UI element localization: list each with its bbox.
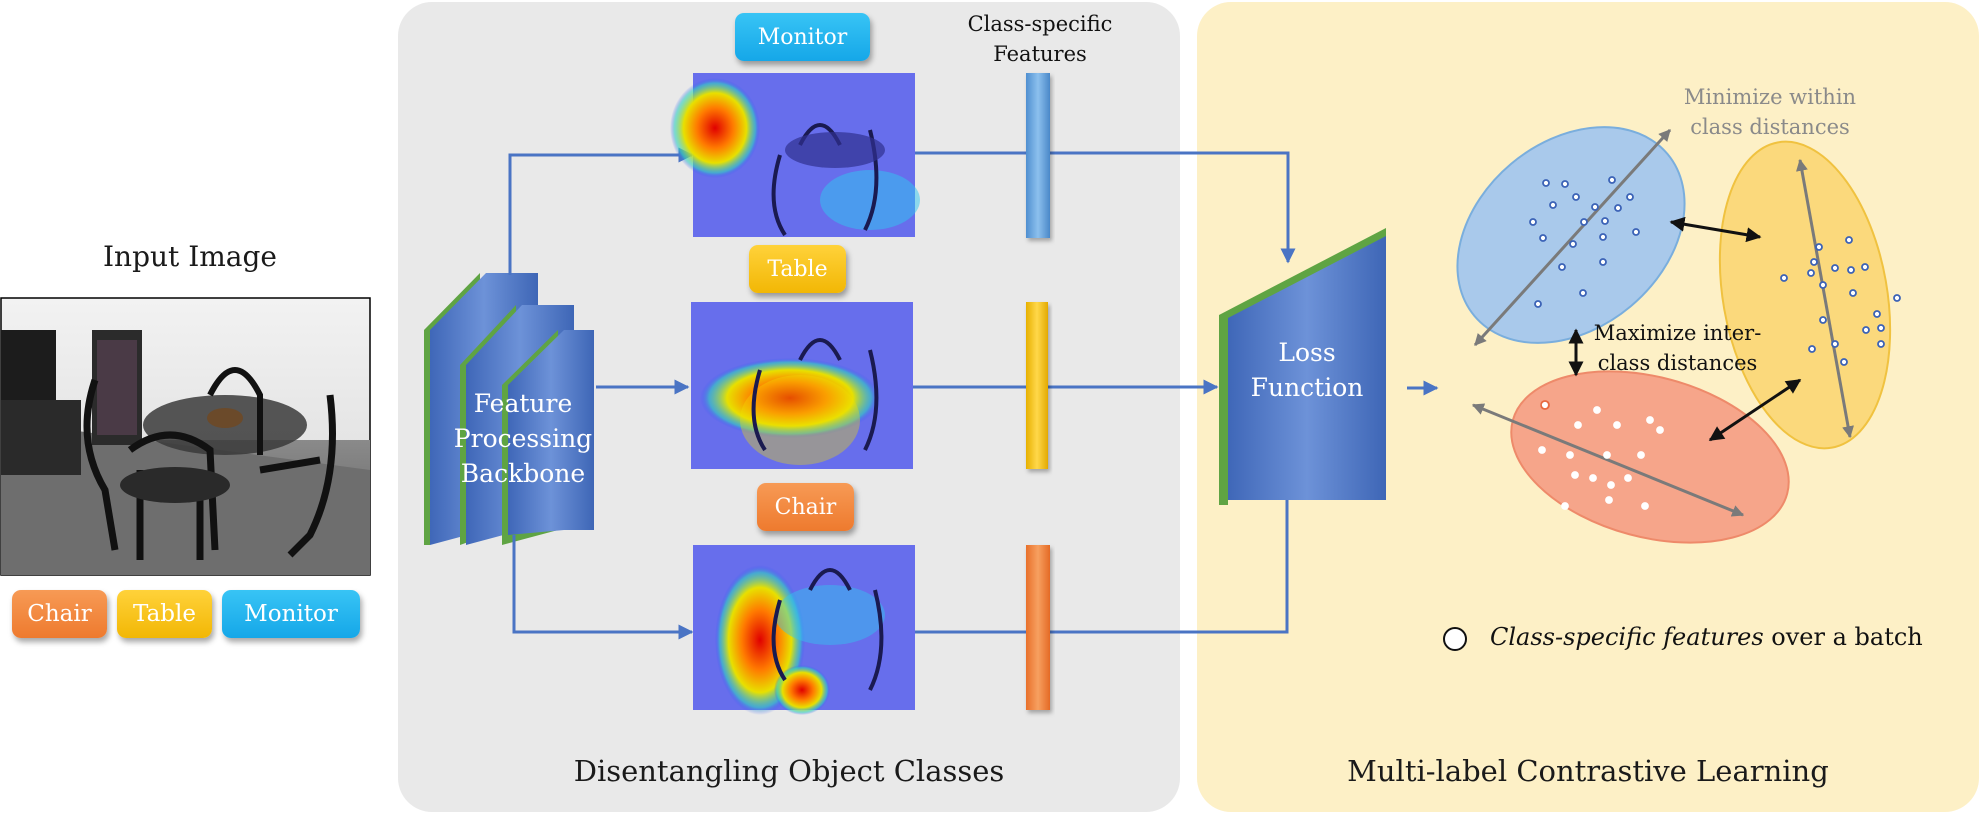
loss-function-block xyxy=(1219,228,1386,505)
branch-tag-table: Table xyxy=(749,245,846,293)
left-panel-caption: Disentangling Object Classes xyxy=(573,754,1005,788)
input-tag-monitor: Monitor xyxy=(222,590,360,638)
points-monitor xyxy=(1529,176,1640,308)
input-image-title: Input Image xyxy=(102,240,277,273)
points-chair xyxy=(1538,400,1664,510)
feature-bar-table xyxy=(1026,302,1048,469)
branch-tag-monitor: Monitor xyxy=(735,13,870,61)
input-tag-chair: Chair xyxy=(12,590,107,638)
branch-tag-chair: Chair xyxy=(757,483,854,531)
heatmap-table xyxy=(691,302,913,469)
heatmap-monitor xyxy=(670,73,920,237)
features-header: Class-specific Features xyxy=(967,12,1113,66)
minimize-label: Minimize within class distances xyxy=(1683,85,1857,139)
points-table xyxy=(1780,236,1901,366)
maximize-label: Maximize inter- class distances xyxy=(1593,321,1762,375)
feature-bar-chair xyxy=(1026,545,1050,710)
backbone-blocks xyxy=(424,273,594,545)
feature-bar-monitor xyxy=(1026,73,1050,238)
legend-text: Class-specific features over a batch xyxy=(1490,623,1923,651)
cluster-monitor xyxy=(1456,126,1686,347)
cluster-table xyxy=(1718,140,1892,450)
backbone-label: Feature Processing Backbone xyxy=(453,389,593,488)
right-panel-caption: Multi-label Contrastive Learning xyxy=(1347,754,1829,788)
legend-circle-icon xyxy=(1443,627,1467,651)
loss-function-label: Loss Function xyxy=(1250,338,1364,402)
heatmap-chair xyxy=(693,545,915,715)
input-tag-table: Table xyxy=(117,590,212,638)
